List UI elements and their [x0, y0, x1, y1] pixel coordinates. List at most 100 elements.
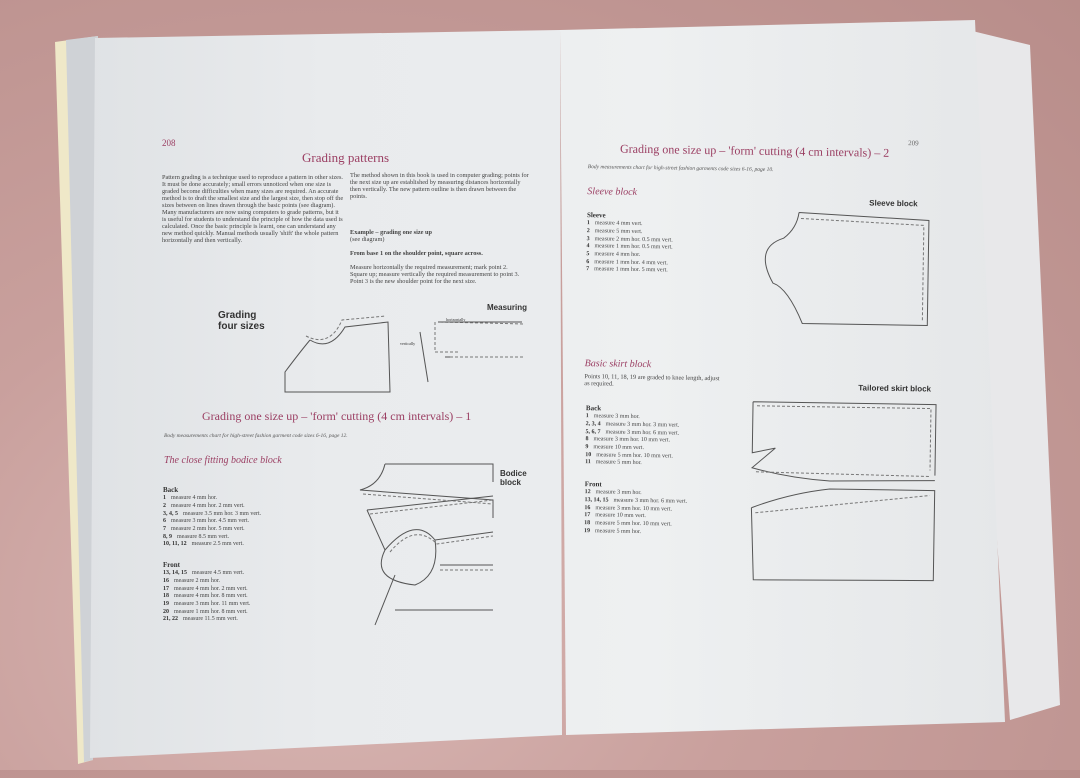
item-number: 17 [584, 512, 591, 519]
item-text: measure 3 mm hor. 11 mm vert. [174, 601, 251, 608]
item-number: 8, 9 [163, 533, 172, 540]
item-text: measure 2 mm hor. 5 mm vert. [171, 526, 245, 533]
intro-column-1: Pattern grading is a technique used to r… [162, 174, 344, 245]
item-text: measure 1 mm hor. 5 mm vert. [594, 266, 668, 274]
item-number: 6 [586, 258, 590, 265]
item-number: 10, 11, 12 [163, 541, 187, 548]
item-text: measure 8.5 mm vert. [177, 533, 230, 540]
page-number-right: 209 [908, 139, 919, 148]
item-number: 19 [583, 527, 591, 534]
list-item: 10, 11, 12 measure 2.5 mm vert. [163, 541, 261, 549]
item-number: 17 [163, 585, 169, 592]
skirt-title: Basic skirt block [584, 358, 652, 371]
item-text: measure 3.5 mm hor. 3 mm vert. [183, 510, 262, 517]
horizontally-label: horizontally [446, 317, 466, 322]
example-bold: From base 1 on the shoulder point, squar… [350, 250, 483, 258]
item-text: measure 10 mm vert. [595, 512, 646, 520]
item-text: measure 4 mm hor. [171, 495, 217, 502]
item-number: 7 [163, 526, 166, 533]
item-number: 4 [586, 243, 590, 250]
front-heading: Front [163, 560, 180, 569]
list-item: 1 measure 4 mm hor. [163, 495, 261, 503]
grading-four-sizes-label: Grading four sizes [218, 310, 265, 333]
block-title: The close fitting bodice block [164, 455, 282, 466]
item-text: measure 3 mm hor. 3 mm vert. [605, 421, 680, 429]
intro-column-2: The method shown in this book is used in… [350, 172, 529, 201]
item-text: measure 1 mm hor. 0.5 mm vert. [594, 243, 673, 251]
skirt-block-label: Tailored skirt block [858, 383, 932, 394]
section-title: Grading one size up – 'form' cutting (4 … [202, 409, 472, 423]
page-number: 208 [162, 138, 176, 148]
item-text: measure 5 mm vert. [594, 228, 643, 236]
item-text: measure 4 mm hor. 2 mm vert. [174, 585, 248, 592]
vertically-label: vertically [400, 341, 416, 346]
item-number: 5, 6, 7 [585, 428, 601, 436]
item-number: 2, 3, 4 [585, 421, 601, 428]
back-heading: Back [163, 485, 179, 494]
item-text: measure 3 mm hor. 10 mm vert. [593, 436, 671, 444]
item-text: measure 1 mm hor. 4 mm vert. [594, 258, 668, 267]
section-title-right: Grading one size up – 'form' cutting (4 … [619, 141, 890, 160]
item-number: 10 [585, 451, 592, 458]
measuring-label: Measuring [487, 303, 528, 312]
item-text: measure 2 mm hor. 0.5 mm vert. [594, 235, 673, 244]
item-number: 11 [585, 459, 591, 466]
bodice-block-label: Bodice block [500, 469, 527, 487]
page-title: Grading patterns [302, 150, 390, 165]
item-number: 2 [163, 503, 166, 510]
item-number: 19 [163, 601, 169, 608]
item-text: measure 4 mm vert. [594, 220, 643, 228]
grading-diagram [284, 315, 526, 393]
item-text: measure 5 mm hor. [594, 527, 642, 535]
bodice-diagram [359, 463, 494, 626]
item-number: 7 [586, 266, 590, 273]
list-item: 19 measure 3 mm hor. 11 mm vert. [163, 601, 250, 609]
item-number: 5 [586, 251, 590, 258]
sleeve-heading: Sleeve [586, 210, 606, 220]
item-text: measure 3 mm hor. 4.5 mm vert. [171, 518, 250, 525]
item-text: measure 5 mm hor. 10 mm vert. [596, 451, 673, 460]
sleeve-title: Sleeve block [587, 186, 638, 198]
item-text: measure 4.5 mm vert. [192, 570, 245, 577]
list-item: 7 measure 1 mm hor. 5 mm vert. [586, 266, 672, 275]
skirt-diagram [750, 401, 937, 582]
example-heading: Example – grading one size up [350, 229, 433, 237]
item-text: measure 3 mm hor. [593, 413, 640, 421]
item-number: 1 [163, 495, 166, 502]
item-number: 20 [163, 608, 169, 615]
item-number: 13, 14, 15 [584, 497, 609, 504]
item-text: measure 2.5 mm vert. [191, 541, 244, 548]
list-item: 20 measure 1 mm hor. 8 mm vert. [163, 609, 250, 617]
item-text: measure 3 mm hor. [595, 489, 642, 497]
item-number: 18 [584, 520, 591, 527]
item-text: measure 3 mm hor. 6 mm vert. [605, 429, 680, 437]
skirt-front-heading: Front [584, 479, 602, 489]
sleeve-diagram [764, 211, 930, 326]
item-number: 18 [163, 593, 169, 600]
skirt-note: Points 10, 11, 18, 19 are graded to knee… [584, 373, 720, 388]
skirt-front-list: Front 12 measure 3 mm hor.13, 14, 15 measu… [584, 472, 688, 545]
item-text: measure 1 mm hor. 8 mm vert. [174, 608, 248, 615]
item-number: 13, 14, 15 [163, 570, 187, 577]
item-text: measure 4 mm hor. [594, 251, 641, 258]
list-item: 8, 9 measure 8.5 mm vert. [163, 534, 261, 542]
item-number: 12 [584, 489, 591, 496]
